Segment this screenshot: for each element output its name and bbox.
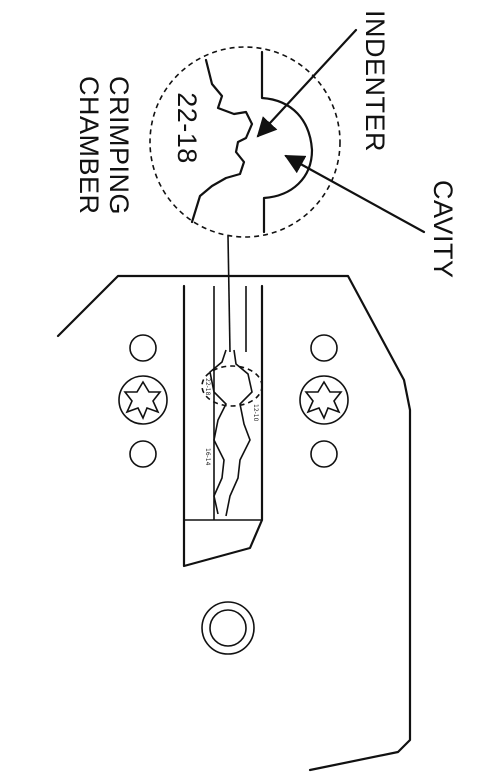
screw-left-ring	[118, 375, 168, 425]
hole-right-bottom	[310, 440, 338, 468]
lower-jaw	[182, 284, 264, 568]
die-mark-left-group: 22-18	[204, 378, 211, 396]
die-profiles	[201, 349, 263, 517]
hole-left-bottom	[129, 440, 157, 468]
die-mark-center: 16-14	[204, 448, 211, 466]
cavity-label-group: CAVITY	[428, 180, 458, 279]
chamber-label: CHAMBER	[74, 76, 104, 215]
left-fasteners	[118, 334, 168, 468]
hole-left-top	[129, 334, 157, 362]
right-fasteners	[299, 334, 349, 468]
indenter-label: INDENTER	[360, 10, 390, 152]
pivot-outer-ring	[201, 601, 255, 655]
pivot-icon	[201, 601, 255, 655]
die-mark-left: 22-18	[204, 378, 211, 396]
screw-right-icon	[304, 380, 343, 420]
die-highlight-ellipse	[201, 365, 263, 407]
crimping-chamber-group: CRIMPING CHAMBER	[74, 76, 134, 215]
cavity-profile	[260, 50, 314, 234]
indenter-arrow	[256, 28, 358, 138]
cavity-arrow	[284, 154, 426, 234]
indenter-label-group: INDENTER	[360, 10, 390, 152]
gauge-text-group: 22-18	[172, 92, 202, 164]
detail-circle	[149, 46, 341, 238]
crimping-label: CRIMPING	[104, 76, 134, 215]
tool-body	[56, 274, 412, 772]
body-outline	[56, 274, 412, 772]
indenter-profile	[190, 58, 254, 224]
detail-leader	[227, 235, 231, 353]
magnified-detail	[149, 46, 341, 353]
gauge-label: 22-18	[172, 92, 202, 164]
pivot-inner-ring	[209, 609, 247, 647]
die-mark-right-group: 12-10	[252, 404, 259, 422]
die-profile-left	[209, 349, 227, 515]
hole-right-top	[310, 334, 338, 362]
die-profile-right	[225, 349, 253, 517]
die-mark-center-group: 16-14	[204, 448, 211, 466]
die-mark-right: 12-10	[252, 404, 259, 422]
cavity-label: CAVITY	[428, 180, 458, 279]
screw-left-icon	[123, 380, 162, 420]
screw-right-ring	[299, 375, 349, 425]
